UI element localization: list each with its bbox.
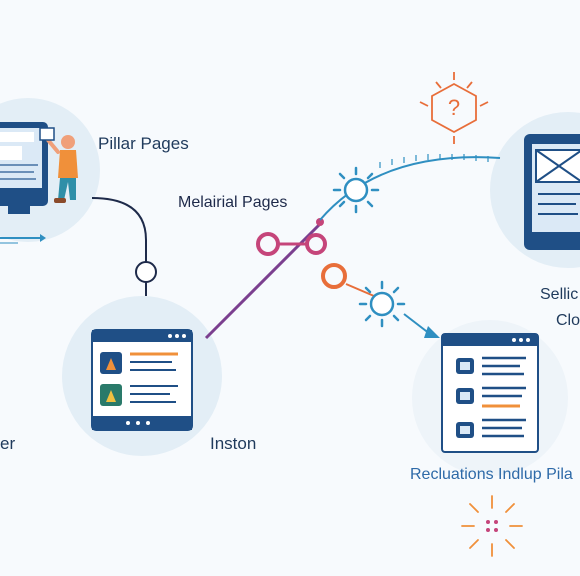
link-rings-icon xyxy=(256,218,347,289)
label-sellic: Sellic xyxy=(540,286,579,303)
pillar-arrow xyxy=(0,234,46,244)
label-clo: Clo xyxy=(556,312,580,329)
person-figure-icon xyxy=(39,127,78,203)
teal-arc-connector xyxy=(319,156,501,221)
pillar-monitor-icon xyxy=(0,122,48,214)
connector-node-dot xyxy=(135,261,157,283)
sunburst-icon-lower xyxy=(358,280,406,328)
sellic-monitor-icon xyxy=(524,134,580,250)
sunburst-icon-upper xyxy=(332,166,380,214)
arrow-to-reclations xyxy=(403,313,431,335)
teal-arc-ticks xyxy=(379,154,489,168)
label-reclations: Recluations Indlup Pila xyxy=(410,466,573,483)
question-hexagon-icon xyxy=(419,72,489,144)
question-glyph: ? xyxy=(448,95,460,120)
label-inston: Inston xyxy=(210,434,257,453)
inston-browser-window xyxy=(91,329,193,431)
sunburst-icon-bottom xyxy=(461,495,523,557)
connector-pillar-inston xyxy=(91,197,147,262)
bottom-dots xyxy=(486,520,498,532)
label-er: er xyxy=(0,434,16,453)
label-melairial-pages: Melairial Pages xyxy=(178,194,288,211)
orange-connector xyxy=(345,283,375,297)
arrow-head xyxy=(424,326,440,338)
purple-connector xyxy=(204,222,322,340)
label-pillar-pages: Pillar Pages xyxy=(98,134,189,153)
reclations-document-window xyxy=(441,333,539,453)
